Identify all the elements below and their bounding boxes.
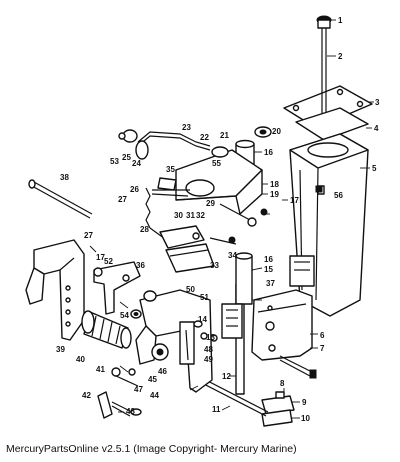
callout-16-upper: 16 (264, 148, 273, 157)
callout-23: 23 (182, 123, 191, 132)
callout-27-lower: 27 (84, 231, 93, 240)
callout-28: 28 (140, 225, 149, 234)
callout-13: 13 (206, 333, 215, 342)
tilt-lock-lever (118, 129, 211, 160)
callout-44: 44 (150, 391, 159, 400)
callout-31: 31 (186, 211, 195, 220)
tilt-tube (28, 179, 93, 219)
callout-29: 29 (206, 199, 215, 208)
callout-22: 22 (200, 133, 209, 142)
callout-17-right: 17 (290, 196, 299, 205)
callout-48: 48 (204, 345, 213, 354)
callout-32: 32 (196, 211, 205, 220)
callout-53: 53 (110, 157, 119, 166)
exhaust-cover (251, 289, 313, 361)
callout-33: 33 (210, 261, 219, 270)
tilt-adjust-link (93, 261, 141, 315)
callout-49: 49 (204, 355, 213, 364)
callout-45: 45 (148, 375, 157, 384)
callout-21: 21 (220, 131, 229, 140)
callout-50: 50 (186, 285, 195, 294)
tilt-lock-mechanism (159, 203, 257, 273)
exploded-parts-diagram: 1 2 3 4 5 6 7 8 9 10 11 12 13 14 15 16 1… (25, 15, 380, 427)
callout-1: 1 (338, 16, 343, 25)
callout-15: 15 (264, 265, 273, 274)
stern-bracket-left (25, 239, 85, 341)
callout-52: 52 (104, 257, 113, 266)
callout-55: 55 (212, 159, 221, 168)
spring-link-assembly (145, 177, 190, 245)
callout-39: 39 (56, 345, 65, 354)
shift-rod-assembly (316, 15, 332, 78)
swivel-bracket (175, 146, 263, 215)
callout-51: 51 (200, 293, 209, 302)
callout-41: 41 (96, 365, 105, 374)
top-cover-plate (283, 78, 373, 141)
callout-20: 20 (272, 127, 281, 136)
callout-10: 10 (301, 414, 310, 423)
callout-56: 56 (334, 191, 343, 200)
callout-16-lower: 16 (264, 255, 273, 264)
callout-17-left: 17 (96, 253, 105, 262)
callout-34: 34 (228, 251, 237, 260)
callout-30: 30 (174, 211, 183, 220)
callout-43: 43 (126, 407, 135, 416)
callout-38: 38 (60, 173, 69, 182)
callout-40: 40 (76, 355, 85, 364)
callout-labels: 1 2 3 4 5 6 7 8 9 10 11 12 13 14 15 16 1… (56, 16, 380, 423)
callout-3: 3 (375, 98, 380, 107)
callout-47: 47 (134, 385, 143, 394)
callout-26: 26 (130, 185, 139, 194)
callout-12: 12 (222, 372, 231, 381)
callout-leaders (89, 19, 374, 419)
clamp-bracket (261, 391, 295, 427)
callout-54: 54 (120, 311, 129, 320)
callout-24: 24 (132, 159, 141, 168)
callout-19: 19 (270, 190, 279, 199)
callout-25: 25 (122, 153, 131, 162)
callout-4: 4 (374, 124, 379, 133)
callout-37: 37 (266, 279, 275, 288)
callout-35: 35 (166, 165, 175, 174)
callout-7: 7 (320, 344, 325, 353)
stern-bracket-right (135, 289, 213, 393)
callout-46: 46 (158, 367, 167, 376)
callout-36: 36 (136, 261, 145, 270)
callout-6: 6 (320, 331, 325, 340)
callout-14: 14 (198, 315, 207, 324)
clamp-screw (81, 310, 132, 349)
callout-42: 42 (82, 391, 91, 400)
screw-56 (315, 185, 323, 193)
callout-27-upper: 27 (118, 195, 127, 204)
bolt-7 (279, 355, 317, 379)
swivel-pin (235, 252, 253, 395)
callout-11: 11 (212, 405, 221, 414)
callout-2: 2 (338, 52, 343, 61)
callout-8: 8 (280, 379, 285, 388)
drive-shaft-housing (289, 133, 369, 317)
tilt-pin-handle (97, 367, 142, 419)
callout-5: 5 (372, 164, 377, 173)
swivel-spacers (221, 303, 243, 339)
hardware-fasteners (130, 208, 268, 342)
callout-18: 18 (270, 180, 279, 189)
copyright-caption: MercuryPartsOnline v2.5.1 (Image Copyrig… (6, 443, 297, 455)
callout-9: 9 (302, 398, 307, 407)
